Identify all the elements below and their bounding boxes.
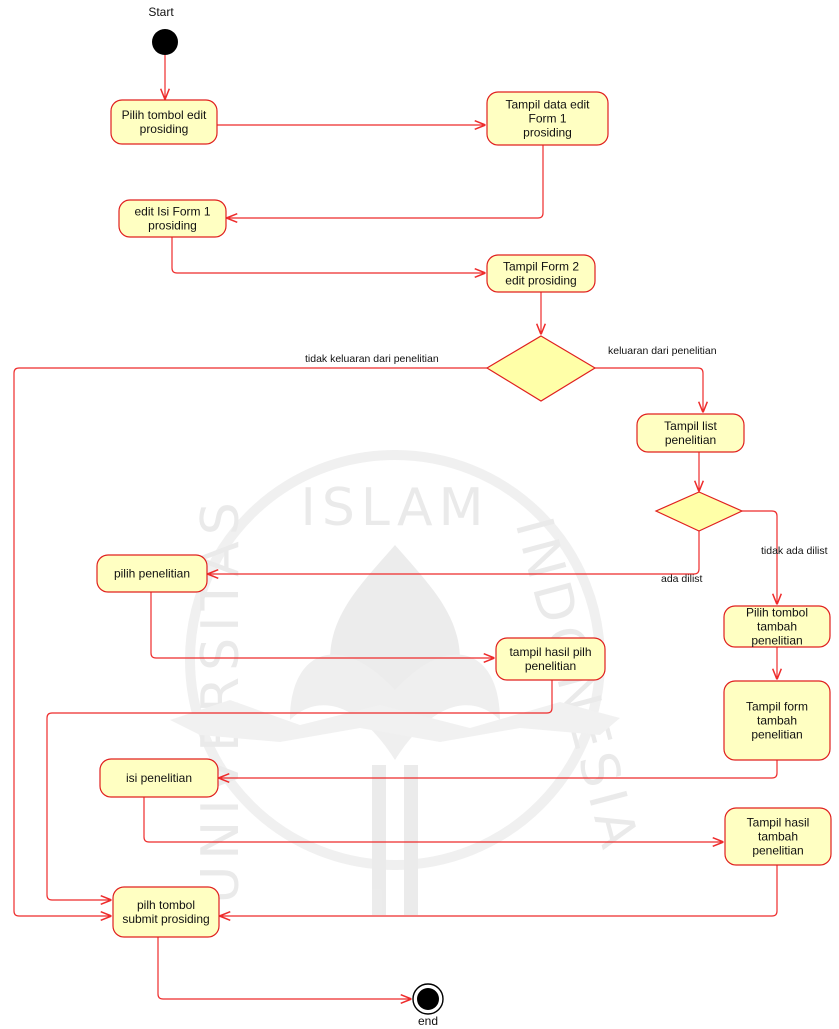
action-node-box bbox=[112, 886, 220, 938]
action-node-label-line: prosiding bbox=[148, 219, 197, 233]
edge-decision2-no-to-pilih-tombol bbox=[742, 510, 777, 604]
start-label: Start bbox=[148, 5, 174, 19]
action-node-pilih-penelitian: pilih penelitian bbox=[96, 554, 208, 593]
edge-submit-to-end bbox=[157, 937, 411, 999]
action-node-box bbox=[96, 554, 208, 593]
label-ada-dilist: ada dilist bbox=[661, 573, 703, 585]
action-node-label-line: penelitian bbox=[751, 634, 802, 648]
action-node-label-line: Tampil hasil bbox=[747, 816, 810, 830]
action-node-box bbox=[724, 807, 832, 866]
action-node-label-line: penelitian bbox=[525, 659, 576, 673]
edge-decision2-yes-to-pilih-penelitian bbox=[208, 531, 700, 574]
university-watermark: ISLAM UNIVERSITAS INDONESIA bbox=[170, 450, 650, 915]
action-node-label-line: Tampil form bbox=[746, 700, 808, 714]
decision-keluaran bbox=[485, 335, 597, 402]
action-node-label-line: Form 1 bbox=[528, 112, 566, 126]
action-node-box bbox=[723, 605, 831, 648]
action-node-box bbox=[118, 199, 227, 238]
action-node-box bbox=[110, 99, 218, 145]
action-node-label-line: Tampil list bbox=[664, 419, 717, 433]
action-node-box bbox=[486, 91, 609, 146]
action-node-label-line: Pilih tombol bbox=[746, 606, 808, 620]
action-node-isi-penelitian: isi penelitian bbox=[99, 758, 219, 798]
action-node-label-line: prosiding bbox=[140, 122, 189, 136]
action-node-label-line: tambah bbox=[757, 620, 797, 634]
label-keluaran: keluaran dari penelitian bbox=[608, 345, 717, 357]
action-node-label-line: pilh tombol bbox=[137, 898, 195, 912]
watermark-arch-shape bbox=[290, 654, 500, 760]
watermark-pillar-left bbox=[372, 765, 386, 915]
edge-tampil-form-to-isi-penelitian bbox=[219, 760, 778, 778]
edge-edit-form1-to-tampil-form2 bbox=[171, 237, 485, 273]
action-node-label-line: pilih penelitian bbox=[114, 567, 190, 581]
action-node-label-line: edit Isi Form 1 bbox=[134, 205, 210, 219]
edges bbox=[13, 55, 778, 999]
action-node-label-line: tampil hasil pilh bbox=[509, 645, 591, 659]
watermark-script-shape bbox=[170, 700, 620, 742]
action-node-box bbox=[99, 758, 219, 798]
action-node-box bbox=[636, 413, 745, 453]
decision-ada-dilist bbox=[654, 491, 744, 532]
action-node-box bbox=[495, 637, 606, 681]
label-tidak-keluaran: tidak keluaran dari penelitian bbox=[305, 353, 439, 365]
end-label: end bbox=[418, 1014, 438, 1028]
start-node bbox=[152, 29, 178, 55]
action-node-box bbox=[723, 680, 831, 761]
action-node-box bbox=[486, 254, 596, 293]
edge-tampil-hasil-to-submit bbox=[46, 680, 553, 900]
action-node-label-line: tambah bbox=[758, 830, 798, 844]
action-node-label-line: tambah bbox=[757, 714, 797, 728]
edge-pilih-penelitian-to-tampil-hasil bbox=[150, 592, 494, 658]
action-node-label-line: penelitian bbox=[752, 844, 803, 858]
end-node-inner bbox=[417, 988, 439, 1010]
action-node-label-line: edit prosiding bbox=[505, 274, 576, 288]
watermark-pillar-right bbox=[404, 765, 418, 915]
edge-decision-yes-to-tampil-list bbox=[595, 367, 703, 412]
action-node-label-line: penelitian bbox=[751, 728, 802, 742]
action-node-label-line: penelitian bbox=[665, 433, 716, 447]
action-node-label-line: prosiding bbox=[523, 126, 572, 140]
action-node-label-line: isi penelitian bbox=[126, 771, 192, 785]
label-tidak-ada-dilist: tidak ada dilist bbox=[761, 545, 828, 557]
action-node-label-line: Tampil data edit bbox=[505, 98, 590, 112]
action-node-label-line: Pilih tombol edit bbox=[122, 108, 207, 122]
edge-tampil-hasil-tambah-to-submit bbox=[220, 865, 778, 916]
watermark-top-text: ISLAM bbox=[301, 478, 490, 538]
edge-tampil-data-to-edit-form1 bbox=[227, 145, 544, 218]
edge-decision-no-to-submit bbox=[13, 367, 487, 916]
action-node-label-line: submit prosiding bbox=[122, 912, 209, 926]
action-node-label-line: Tampil Form 2 bbox=[503, 260, 579, 274]
edge-isi-penelitian-to-tampil-hasil-tambah bbox=[143, 797, 723, 842]
